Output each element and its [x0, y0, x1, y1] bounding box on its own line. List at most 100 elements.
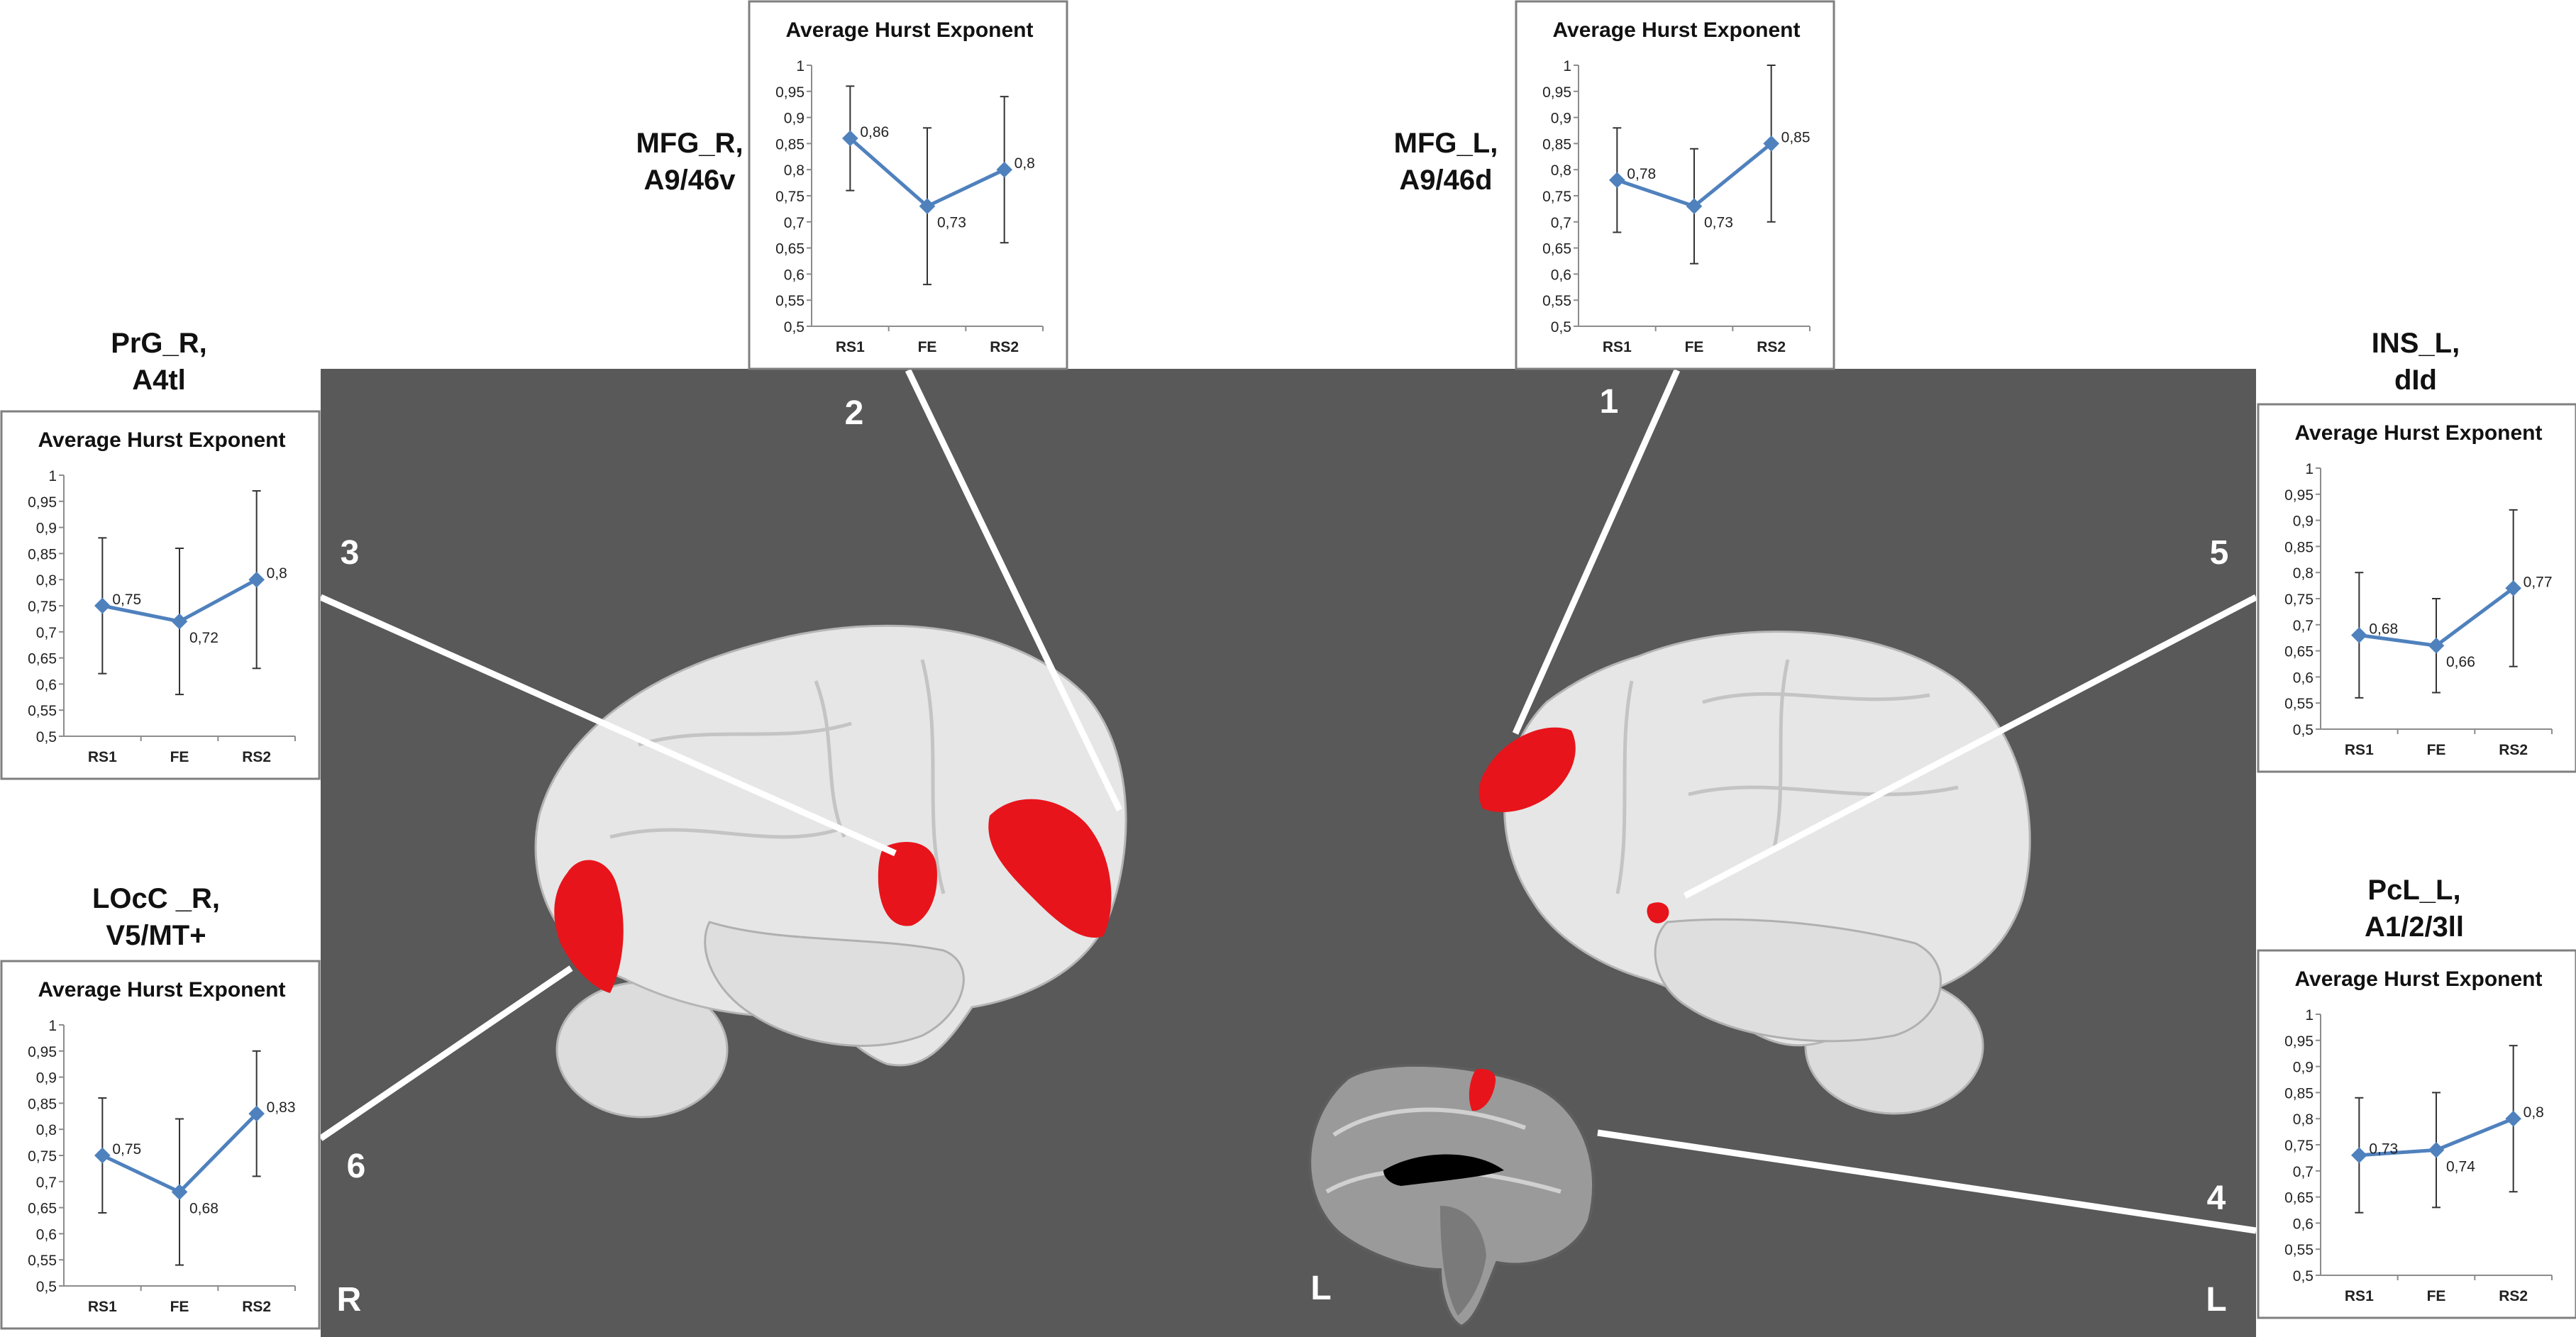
right-hemisphere-brain — [534, 624, 1127, 1119]
region-subname-4: A1/2/3ll — [2365, 911, 2464, 943]
y-tick-label: 0,75 — [2284, 1138, 2314, 1154]
y-tick-label: 0,6 — [36, 677, 57, 693]
region-name-6: LOcC _R, — [92, 883, 220, 914]
y-tick-label: 0,85 — [2284, 1085, 2314, 1102]
sulcus-right — [609, 828, 838, 839]
y-tick-label: 0,8 — [784, 162, 805, 179]
y-tick-label: 0,55 — [28, 1253, 57, 1269]
data-label: 0,75 — [112, 1141, 141, 1158]
activation-insula-left — [1647, 902, 1669, 923]
chart-frame — [1515, 0, 1835, 370]
y-tick-label: 0,95 — [1542, 84, 1571, 101]
region-subname-6: V5/MT+ — [106, 920, 206, 951]
hurst-chart: Average Hurst Exponent0,50,550,60,650,70… — [1515, 0, 1835, 370]
data-label: 0,73 — [1704, 215, 1733, 231]
y-tick-label: 0,8 — [2293, 565, 2314, 582]
data-point — [2505, 579, 2521, 597]
x-tick-label: FE — [2427, 1288, 2446, 1304]
connector-line-3 — [319, 594, 897, 857]
chart-frame — [0, 960, 321, 1330]
y-tick-label: 0,5 — [784, 319, 805, 335]
data-label: 0,74 — [2446, 1158, 2475, 1175]
data-label: 0,73 — [2369, 1141, 2398, 1158]
connector-line-1 — [1512, 369, 1681, 735]
y-tick-label: 0,85 — [28, 546, 57, 562]
y-tick-label: 0,7 — [36, 1175, 57, 1191]
region-name-2: MFG_R, — [636, 128, 743, 159]
hurst-chart: Average Hurst Exponent0,50,550,60,650,70… — [0, 960, 321, 1330]
hemisphere-label-right: R — [337, 1281, 362, 1319]
temporal-lobe-left — [1654, 918, 1942, 1043]
y-tick-label: 0,7 — [36, 625, 57, 641]
chart-title: Average Hurst Exponent — [38, 978, 286, 1002]
x-tick-label: FE — [170, 749, 189, 765]
y-tick-label: 0,55 — [28, 703, 57, 719]
y-tick-label: 0,8 — [2293, 1111, 2314, 1128]
y-tick-label: 0,9 — [784, 111, 805, 127]
x-tick-label: RS1 — [2345, 1288, 2374, 1304]
data-point — [2428, 637, 2445, 654]
y-tick-label: 1 — [1563, 58, 1571, 74]
y-tick-label: 0,6 — [1551, 267, 1571, 283]
x-tick-label: RS2 — [2499, 742, 2528, 758]
y-tick-label: 0,5 — [36, 1279, 57, 1295]
hurst-chart: Average Hurst Exponent0,50,550,60,650,70… — [2257, 403, 2576, 773]
y-tick-label: 0,95 — [28, 494, 57, 511]
data-point — [2351, 1147, 2367, 1164]
data-label: 0,73 — [937, 215, 966, 231]
data-point — [1763, 135, 1779, 152]
chart-frame — [2257, 949, 2576, 1319]
x-tick-label: RS2 — [990, 339, 1019, 355]
sulcus-right — [814, 680, 846, 838]
data-label: 0,72 — [189, 630, 219, 646]
y-tick-label: 1 — [2305, 1007, 2314, 1023]
data-label: 0,77 — [2524, 574, 2553, 590]
y-tick-label: 0,85 — [2284, 539, 2314, 555]
y-tick-label: 0,95 — [2284, 487, 2314, 504]
chart-frame — [0, 410, 321, 780]
x-tick-label: RS1 — [2345, 742, 2374, 758]
medial-slice-cortex — [1308, 1063, 1596, 1328]
chart-title: Average Hurst Exponent — [2295, 967, 2543, 991]
y-tick-label: 0,8 — [36, 1122, 57, 1138]
y-tick-label: 0,95 — [28, 1044, 57, 1060]
x-tick-label: FE — [1685, 339, 1704, 355]
sulcus-left — [1702, 692, 1930, 704]
sulcus-left — [1615, 680, 1634, 894]
y-tick-label: 0,65 — [1542, 241, 1571, 257]
region-number-3: 3 — [341, 534, 360, 572]
medial-view-label: L — [1310, 1270, 1331, 1307]
region-subname-3: A4tl — [132, 365, 186, 396]
region-name-1: MFG_L, — [1394, 128, 1498, 159]
data-label: 0,68 — [2369, 621, 2398, 638]
y-tick-label: 0,7 — [1551, 215, 1571, 231]
x-tick-label: RS2 — [1757, 339, 1786, 355]
data-label: 0,8 — [267, 565, 287, 582]
y-tick-label: 0,65 — [28, 651, 57, 667]
activation-occipital-right — [554, 860, 624, 993]
connector-line-4 — [1597, 1129, 2257, 1234]
y-tick-label: 0,75 — [28, 599, 57, 615]
sulcus-left — [1771, 659, 1790, 852]
activation-frontal-left — [1478, 727, 1576, 812]
x-tick-label: RS1 — [1603, 339, 1632, 355]
activation-paracentral-left — [1469, 1069, 1496, 1111]
x-tick-label: RS2 — [2499, 1288, 2528, 1304]
x-tick-label: FE — [2427, 742, 2446, 758]
y-tick-label: 0,65 — [28, 1201, 57, 1217]
data-point — [1686, 198, 1703, 215]
data-label: 0,75 — [112, 592, 141, 608]
chart-title: Average Hurst Exponent — [786, 18, 1034, 42]
connector-lines — [319, 369, 2258, 1234]
x-tick-label: RS1 — [88, 749, 117, 765]
chart-frame — [748, 0, 1068, 370]
x-tick-label: RS2 — [242, 749, 271, 765]
sulcus-right — [638, 721, 852, 747]
y-tick-label: 0,65 — [775, 241, 805, 257]
hurst-chart: Average Hurst Exponent0,50,550,60,650,70… — [0, 410, 321, 780]
hurst-chart: Average Hurst Exponent0,50,550,60,650,70… — [2257, 949, 2576, 1319]
y-tick-label: 0,7 — [2293, 618, 2314, 634]
y-tick-label: 0,85 — [1542, 136, 1571, 152]
